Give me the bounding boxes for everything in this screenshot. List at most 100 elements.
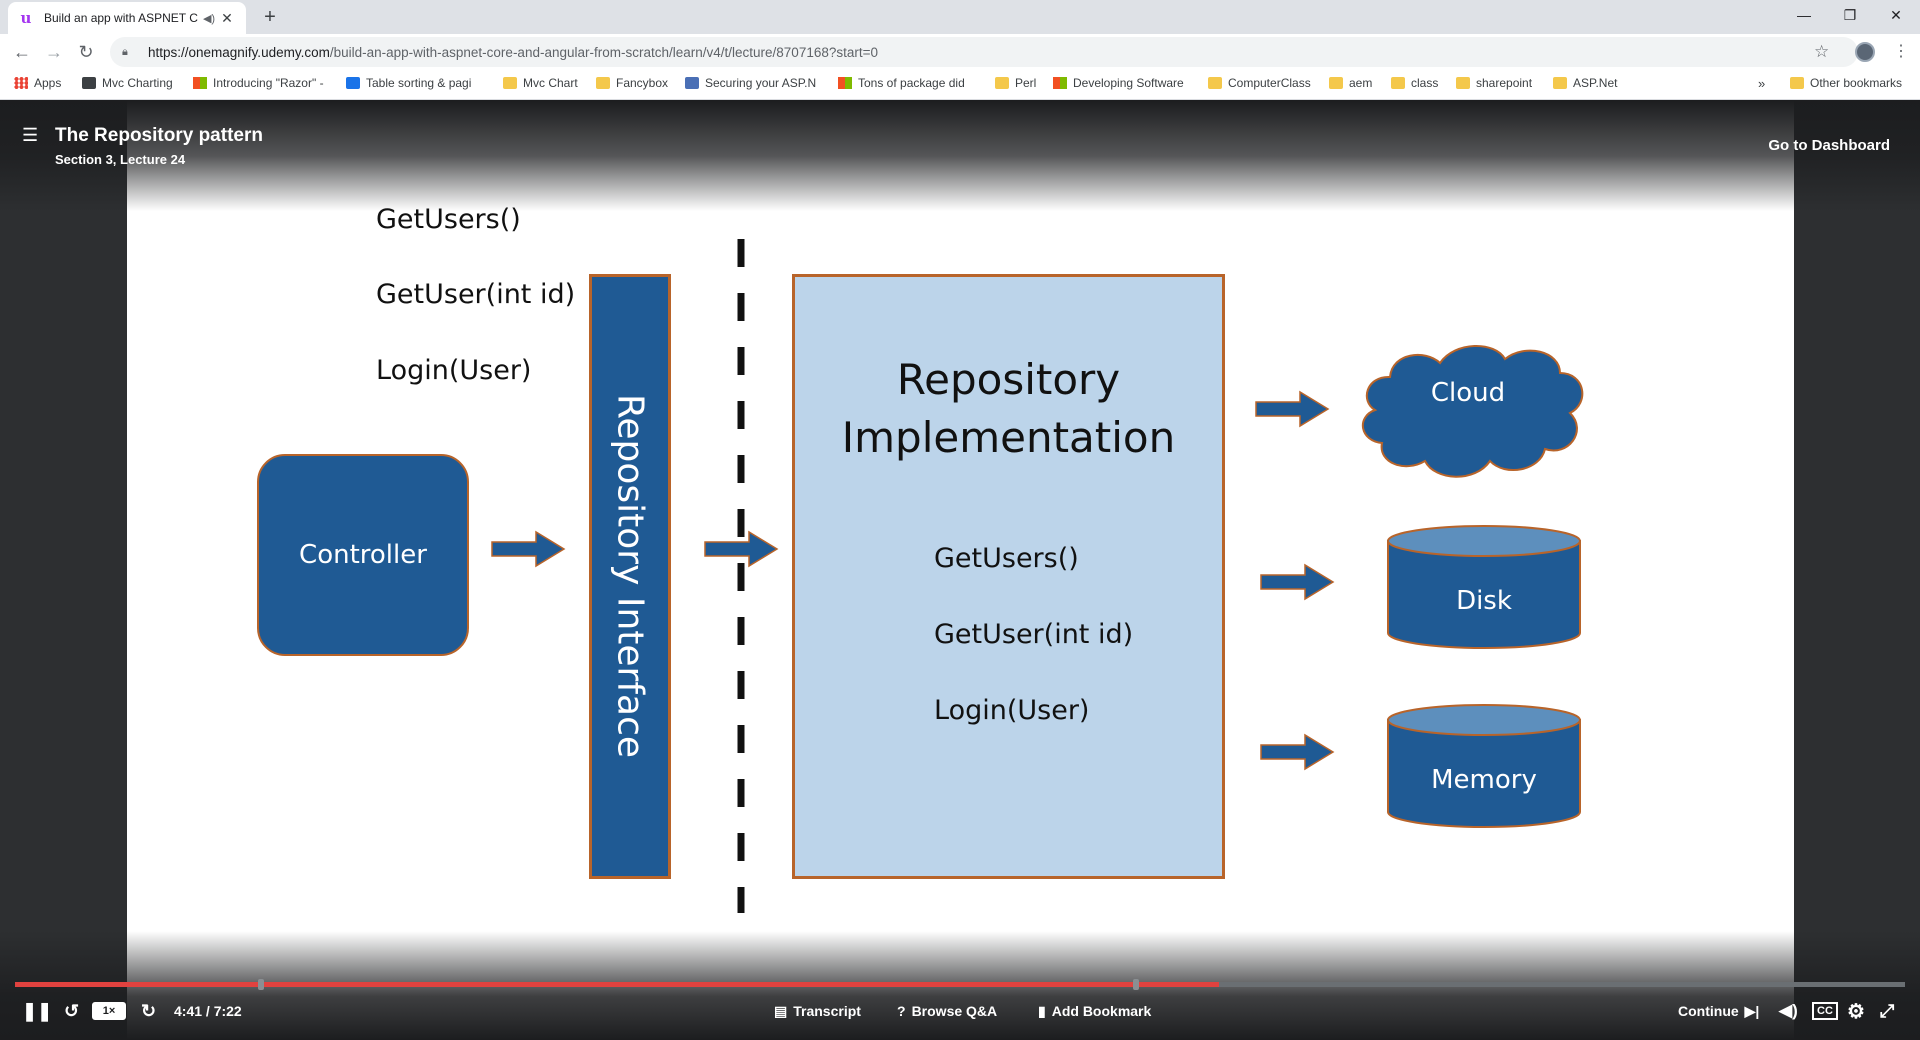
arrow-controller-to-interface bbox=[491, 530, 566, 568]
bookmark-perl[interactable]: Perl bbox=[995, 76, 1036, 90]
bookmark-label: Developing Software bbox=[1073, 76, 1184, 90]
continue-button[interactable]: Continue▶| bbox=[1678, 999, 1765, 1023]
bookmark-marker[interactable] bbox=[1133, 979, 1139, 990]
add-bookmark-label: Add Bookmark bbox=[1051, 1003, 1152, 1019]
settings-gear-icon[interactable]: ⚙ bbox=[1847, 1000, 1865, 1023]
folder-icon bbox=[503, 77, 517, 89]
bookmark-star-icon[interactable]: ☆ bbox=[1814, 42, 1830, 61]
pause-button[interactable]: ❚❚ bbox=[22, 1000, 53, 1021]
browser-tab[interactable]: u Build an app with ASPNET C ◀) ✕ bbox=[8, 2, 246, 34]
bookmark-introducing-razor[interactable]: Introducing "Razor" - bbox=[193, 76, 324, 90]
reload-icon[interactable]: ↻ bbox=[78, 41, 94, 62]
disk-cylinder-body bbox=[1387, 540, 1581, 649]
video-player[interactable]: GetUsers() GetUser(int id) Login(User) C… bbox=[0, 101, 1920, 1040]
captions-icon[interactable]: CC bbox=[1812, 1002, 1838, 1020]
cloud-shape bbox=[1361, 345, 1584, 478]
bookmark-label: Table sorting & pagi bbox=[366, 76, 472, 90]
bookmark-sharepoint[interactable]: sharepoint bbox=[1456, 76, 1532, 90]
add-bookmark-button[interactable]: ▮Add Bookmark bbox=[1038, 999, 1151, 1023]
browse-qa-button[interactable]: ? Browse Q&A bbox=[897, 999, 997, 1023]
folder-icon bbox=[1456, 77, 1470, 89]
bookmark-securing-aspnet[interactable]: Securing your ASP.N bbox=[685, 76, 816, 90]
bookmark-label: ComputerClass bbox=[1228, 76, 1311, 90]
close-window-button[interactable]: ✕ bbox=[1890, 6, 1902, 23]
browse-qa-label: Browse Q&A bbox=[911, 1003, 998, 1019]
bookmark-apps[interactable]: Apps bbox=[14, 76, 61, 90]
folder-icon bbox=[1391, 77, 1405, 89]
lecture-subtitle: Section 3, Lecture 24 bbox=[55, 152, 186, 167]
progress-bar[interactable] bbox=[15, 982, 1905, 987]
url-path: /build-an-app-with-aspnet-core-and-angul… bbox=[329, 44, 879, 60]
bookmark-label: Other bookmarks bbox=[1810, 76, 1903, 90]
bookmark-developing-software[interactable]: Developing Software bbox=[1053, 76, 1184, 90]
audio-playing-icon[interactable]: ◀) bbox=[202, 12, 216, 25]
bookmark-other-bookmarks[interactable]: Other bookmarks bbox=[1790, 76, 1902, 90]
arrow-interface-to-implementation bbox=[704, 530, 779, 568]
progress-played bbox=[15, 982, 1219, 987]
transcript-button[interactable]: ▤Transcript bbox=[774, 999, 861, 1023]
tab-title: Build an app with ASPNET C bbox=[44, 11, 198, 25]
disk-cylinder-top bbox=[1387, 525, 1581, 557]
udemy-favicon-icon: u bbox=[20, 9, 32, 27]
lock-icon: 🔒︎ bbox=[122, 45, 128, 58]
bookmark-label: Securing your ASP.N bbox=[705, 76, 817, 90]
bookmark-label: Perl bbox=[1015, 76, 1037, 90]
impl-method-getusers: GetUsers() bbox=[934, 543, 1079, 574]
arrow-to-memory bbox=[1260, 733, 1335, 771]
bookmark-mvc-charting[interactable]: Mvc Charting bbox=[82, 76, 173, 90]
playback-rate-button[interactable]: 1× bbox=[92, 1002, 126, 1020]
fullscreen-icon[interactable]: ⤢ bbox=[1880, 1000, 1895, 1021]
folder-icon bbox=[1208, 77, 1222, 89]
curriculum-menu-icon[interactable]: ☰ bbox=[22, 125, 39, 145]
profile-avatar[interactable] bbox=[1855, 42, 1875, 62]
new-tab-button[interactable]: + bbox=[264, 6, 276, 28]
repository-interface-box bbox=[589, 274, 671, 879]
tab-bar: u Build an app with ASPNET C ◀) ✕ + — ❐ … bbox=[0, 0, 1920, 34]
bookmark-class[interactable]: class bbox=[1391, 76, 1438, 90]
time-display: 4:41 / 7:22 bbox=[174, 1003, 242, 1019]
top-overlay bbox=[0, 101, 1920, 211]
memory-cylinder-top bbox=[1387, 704, 1581, 736]
controller-box: Controller bbox=[257, 454, 469, 656]
bookmark-tons-of-package[interactable]: Tons of package did bbox=[838, 76, 965, 90]
bookmark-computerclass[interactable]: ComputerClass bbox=[1208, 76, 1311, 90]
site-icon bbox=[685, 77, 699, 89]
volume-icon[interactable]: ◀) bbox=[1779, 1001, 1798, 1020]
bookmark-aspnet[interactable]: ASP.Net bbox=[1553, 76, 1617, 90]
address-bar[interactable]: 🔒︎ https://onemagnify.udemy.com/build-an… bbox=[110, 37, 1858, 67]
question-icon: ? bbox=[897, 1003, 906, 1019]
bookmark-fancybox[interactable]: Fancybox bbox=[596, 76, 668, 90]
site-icon bbox=[82, 77, 96, 89]
memory-label: Memory bbox=[1431, 765, 1537, 795]
arrow-to-cloud bbox=[1255, 390, 1330, 428]
tab-close-icon[interactable]: ✕ bbox=[221, 9, 233, 26]
browser-toolbar: ← → ↻ 🔒︎ https://onemagnify.udemy.com/bu… bbox=[0, 34, 1920, 70]
minimize-button[interactable]: — bbox=[1797, 7, 1811, 23]
bookmark-marker[interactable] bbox=[258, 979, 264, 990]
back-arrow-icon[interactable]: ← bbox=[13, 41, 31, 62]
go-to-dashboard-link[interactable]: Go to Dashboard bbox=[1768, 137, 1890, 154]
bookmark-aem[interactable]: aem bbox=[1329, 76, 1372, 90]
folder-icon bbox=[1553, 77, 1567, 89]
bookmarks-bar: Apps Mvc Charting Introducing "Razor" - … bbox=[0, 70, 1920, 100]
browser-menu-icon[interactable]: ⋮ bbox=[1893, 43, 1909, 60]
bookmark-table-sorting[interactable]: Table sorting & pagi bbox=[346, 76, 471, 90]
more-bookmarks-chevron-icon[interactable]: » bbox=[1758, 76, 1766, 91]
bookmark-label: class bbox=[1411, 76, 1439, 90]
arrow-to-disk bbox=[1260, 563, 1335, 601]
bookmark-label: Fancybox bbox=[616, 76, 669, 90]
left-method-login: Login(User) bbox=[376, 355, 532, 386]
bookmark-label: sharepoint bbox=[1476, 76, 1533, 90]
url-host: https://onemagnify.udemy.com bbox=[148, 44, 330, 60]
rewind-icon[interactable]: ↺ bbox=[64, 1000, 80, 1021]
site-icon bbox=[346, 77, 360, 89]
bookmark-mvc-chart[interactable]: Mvc Chart bbox=[503, 76, 578, 90]
implementation-title: Repository Implementation bbox=[792, 351, 1225, 467]
transcript-label: Transcript bbox=[793, 1003, 861, 1019]
forward-icon[interactable]: ↻ bbox=[141, 1000, 157, 1021]
continue-label: Continue bbox=[1678, 1003, 1739, 1019]
restore-button[interactable]: ❐ bbox=[1843, 6, 1857, 23]
forward-arrow-icon[interactable]: → bbox=[45, 41, 63, 62]
memory-cylinder-body bbox=[1387, 719, 1581, 828]
disk-label: Disk bbox=[1456, 586, 1512, 616]
